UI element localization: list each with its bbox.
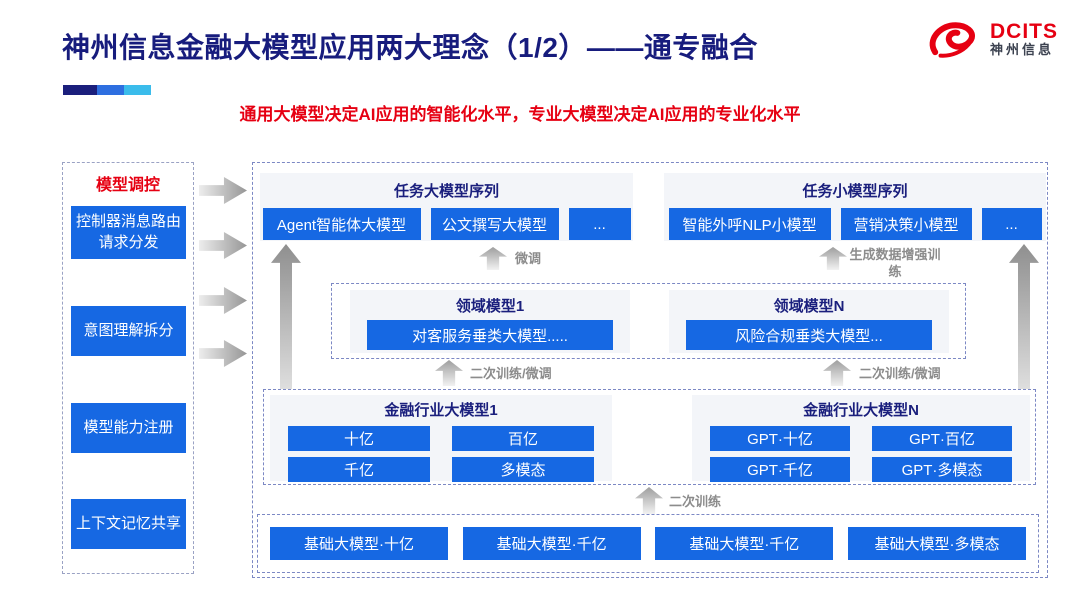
model-architecture-diagram: 任务大模型序列 Agent智能体大模型 公文撰写大模型 ... 任务小模型序列 …	[252, 162, 1048, 578]
subtitle: 通用大模型决定AI应用的智能化水平，专业大模型决定AI应用的专业化水平	[239, 105, 801, 124]
secondary-finetune-left-label: 二次训练/微调	[470, 366, 552, 381]
arrow-up-secondary-left-icon	[435, 360, 463, 386]
sidebar-item-context-memory: 上下文记忆共享	[71, 499, 186, 549]
industry-model-1-panel: 金融行业大模型1 十亿 百亿 千亿 多模态	[270, 395, 612, 482]
domain-models-container: 领域模型1 对客服务垂类大模型..... 领域模型N 风险合规垂类大模型...	[331, 283, 966, 359]
gen-data-training-label: 生成数据增强训练	[849, 247, 941, 279]
accent-bar-segment-cyan	[124, 85, 151, 95]
industry-models-container: 金融行业大模型1 十亿 百亿 千亿 多模态 金融行业大模型N GPT·十亿 GP…	[263, 389, 1036, 485]
sidebar-item-capability-register: 模型能力注册	[71, 403, 186, 453]
domain-model-n-panel: 领域模型N 风险合规垂类大模型...	[669, 290, 949, 353]
base-model-100b-2-box: 基础大模型·千亿	[655, 527, 834, 560]
dcits-swirl-icon	[929, 22, 975, 58]
dcits-logo: DCITS 神州信息	[924, 18, 1058, 60]
accent-bar	[63, 85, 151, 95]
logo-brand-cn: 神州信息	[990, 42, 1055, 58]
finetune-label: 微调	[515, 251, 542, 266]
accent-bar-segment-navy	[63, 85, 97, 95]
task-large-ellipsis-box: ...	[568, 208, 631, 240]
scale-1b-box: 十亿	[288, 426, 430, 451]
task-small-model-panel: 任务小模型序列 智能外呼NLP小模型 营销决策小模型 ...	[664, 173, 1046, 241]
gpt-10b-box: GPT·百亿	[872, 426, 1012, 451]
arrow-right-icon	[199, 232, 247, 259]
marketing-decision-model-box: 营销决策小模型	[840, 208, 972, 240]
agent-large-model-box: Agent智能体大模型	[262, 208, 421, 240]
arrow-up-gendata-icon	[819, 247, 847, 270]
arrow-up-tall-right-icon	[1009, 244, 1039, 389]
domain-model-n-title: 领域模型N	[773, 298, 845, 315]
arrow-right-icon	[199, 340, 247, 367]
base-model-100b-box: 基础大模型·千亿	[462, 527, 641, 560]
risk-compliance-model-box: 风险合规垂类大模型...	[686, 320, 932, 350]
logo-text: DCITS 神州信息	[990, 20, 1058, 57]
domain-model-1-panel: 领域模型1 对客服务垂类大模型.....	[350, 290, 630, 353]
customer-service-model-box: 对客服务垂类大模型.....	[367, 320, 613, 350]
arrow-right-icon	[199, 287, 247, 314]
industry-model-n-title: 金融行业大模型N	[803, 402, 919, 419]
arrow-up-finetune-icon	[479, 247, 507, 270]
domain-model-1-title: 领域模型1	[455, 298, 525, 315]
industry-model-1-title: 金融行业大模型1	[384, 402, 498, 419]
scale-10b-box: 百亿	[452, 426, 594, 451]
scale-100b-box: 千亿	[288, 457, 430, 482]
secondary-finetune-right-label: 二次训练/微调	[859, 366, 941, 381]
task-large-model-title: 任务大模型序列	[393, 183, 499, 200]
sidebar-item-router-dispatch: 控制器消息路由请求分发	[71, 206, 186, 259]
task-large-model-panel: 任务大模型序列 Agent智能体大模型 公文撰写大模型 ...	[260, 173, 633, 241]
logo-brand: DCITS	[990, 20, 1058, 44]
arrow-up-tall-left-icon	[271, 244, 301, 389]
base-model-multimodal-box: 基础大模型·多模态	[847, 527, 1026, 560]
task-small-model-title: 任务小模型序列	[802, 183, 908, 200]
task-small-ellipsis-box: ...	[981, 208, 1042, 240]
page-title: 神州信息金融大模型应用两大理念（1/2）——通专融合	[62, 32, 758, 63]
base-models-container: 基础大模型·十亿 基础大模型·千亿 基础大模型·千亿 基础大模型·多模态	[257, 514, 1039, 573]
document-writing-model-box: 公文撰写大模型	[430, 208, 559, 240]
accent-bar-segment-blue	[97, 85, 124, 95]
model-control-title: 模型调控	[95, 177, 160, 194]
sidebar-item-intent-split: 意图理解拆分	[71, 306, 186, 356]
gpt-multimodal-box: GPT·多模态	[872, 457, 1012, 482]
arrow-right-icon	[199, 177, 247, 204]
gpt-1b-box: GPT·十亿	[710, 426, 850, 451]
arrow-up-secondary-right-icon	[823, 360, 851, 386]
model-control-panel: 模型调控 控制器消息路由请求分发 意图理解拆分 模型能力注册 上下文记忆共享	[62, 162, 194, 574]
industry-model-n-panel: 金融行业大模型N GPT·十亿 GPT·百亿 GPT·千亿 GPT·多模态	[692, 395, 1030, 482]
arrow-up-secondary-training-icon	[635, 487, 663, 514]
scale-multimodal-box: 多模态	[452, 457, 594, 482]
gpt-100b-box: GPT·千亿	[710, 457, 850, 482]
base-model-1b-box: 基础大模型·十亿	[270, 527, 448, 560]
secondary-training-label: 二次训练	[669, 494, 722, 509]
outbound-nlp-model-box: 智能外呼NLP小模型	[668, 208, 831, 240]
